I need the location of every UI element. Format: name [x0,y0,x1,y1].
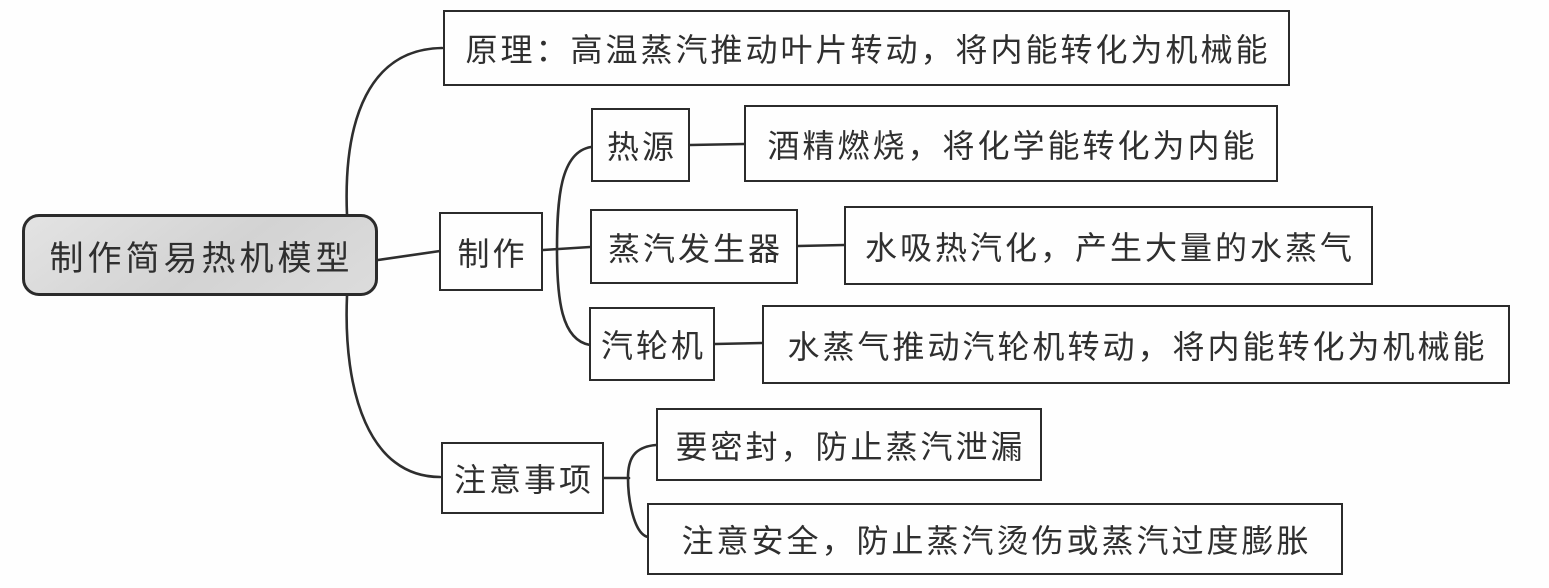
node-turbine-desc: 水蒸气推动汽轮机转动，将内能转化为机械能 [762,305,1510,384]
node-turbine-desc-label: 水蒸气推动汽轮机转动，将内能转化为机械能 [787,328,1488,365]
node-principle-label: 原理：高温蒸汽推动叶片转动，将内能转化为机械能 [465,32,1271,68]
node-steam-generator-label: 蒸汽发生器 [607,230,783,267]
node-turbine-label: 汽轮机 [600,328,706,364]
connector-turbine-desc [713,341,764,346]
connector-heat-source-desc [688,142,746,147]
node-precautions-label: 注意事项 [453,462,594,498]
node-heat-source-label: 热源 [606,129,677,165]
connector-root-precautions [345,294,442,479]
connector-making-brace [555,145,593,347]
node-steam-generator-desc: 水吸热汽化，产生大量的水蒸气 [844,206,1373,285]
node-precaution-safety-label: 注意安全，防止蒸汽烫伤或蒸汽过度膨胀 [681,523,1312,559]
node-precaution-seal-label: 要密封，防止蒸汽泄漏 [675,428,1026,465]
node-making-label: 制作 [457,235,528,272]
node-principle: 原理：高温蒸汽推动叶片转动，将内能转化为机械能 [443,10,1290,86]
node-precaution-seal: 要密封，防止蒸汽泄漏 [656,408,1042,481]
connector-precautions-brace [626,443,658,539]
node-precaution-safety: 注意安全，防止蒸汽烫伤或蒸汽过度膨胀 [647,503,1343,575]
node-turbine: 汽轮机 [589,307,715,381]
node-root-label: 制作简易热机模型 [49,240,354,278]
node-heat-source: 热源 [591,108,690,182]
node-steam-generator-desc-label: 水吸热汽化，产生大量的水蒸气 [864,229,1355,266]
node-making: 制作 [439,212,543,291]
node-precautions: 注意事项 [441,442,604,514]
node-heat-source-desc-label: 酒精燃烧，将化学能转化为内能 [767,127,1258,164]
node-steam-generator: 蒸汽发生器 [590,209,798,284]
node-heat-source-desc: 酒精燃烧，将化学能转化为内能 [744,105,1278,182]
connector-making-steam-generator [541,245,592,252]
connector-root-principle [345,46,444,217]
node-root: 制作简易热机模型 [22,214,378,296]
connector-root-making [376,249,442,262]
connector-steam-generator-desc [796,243,846,248]
